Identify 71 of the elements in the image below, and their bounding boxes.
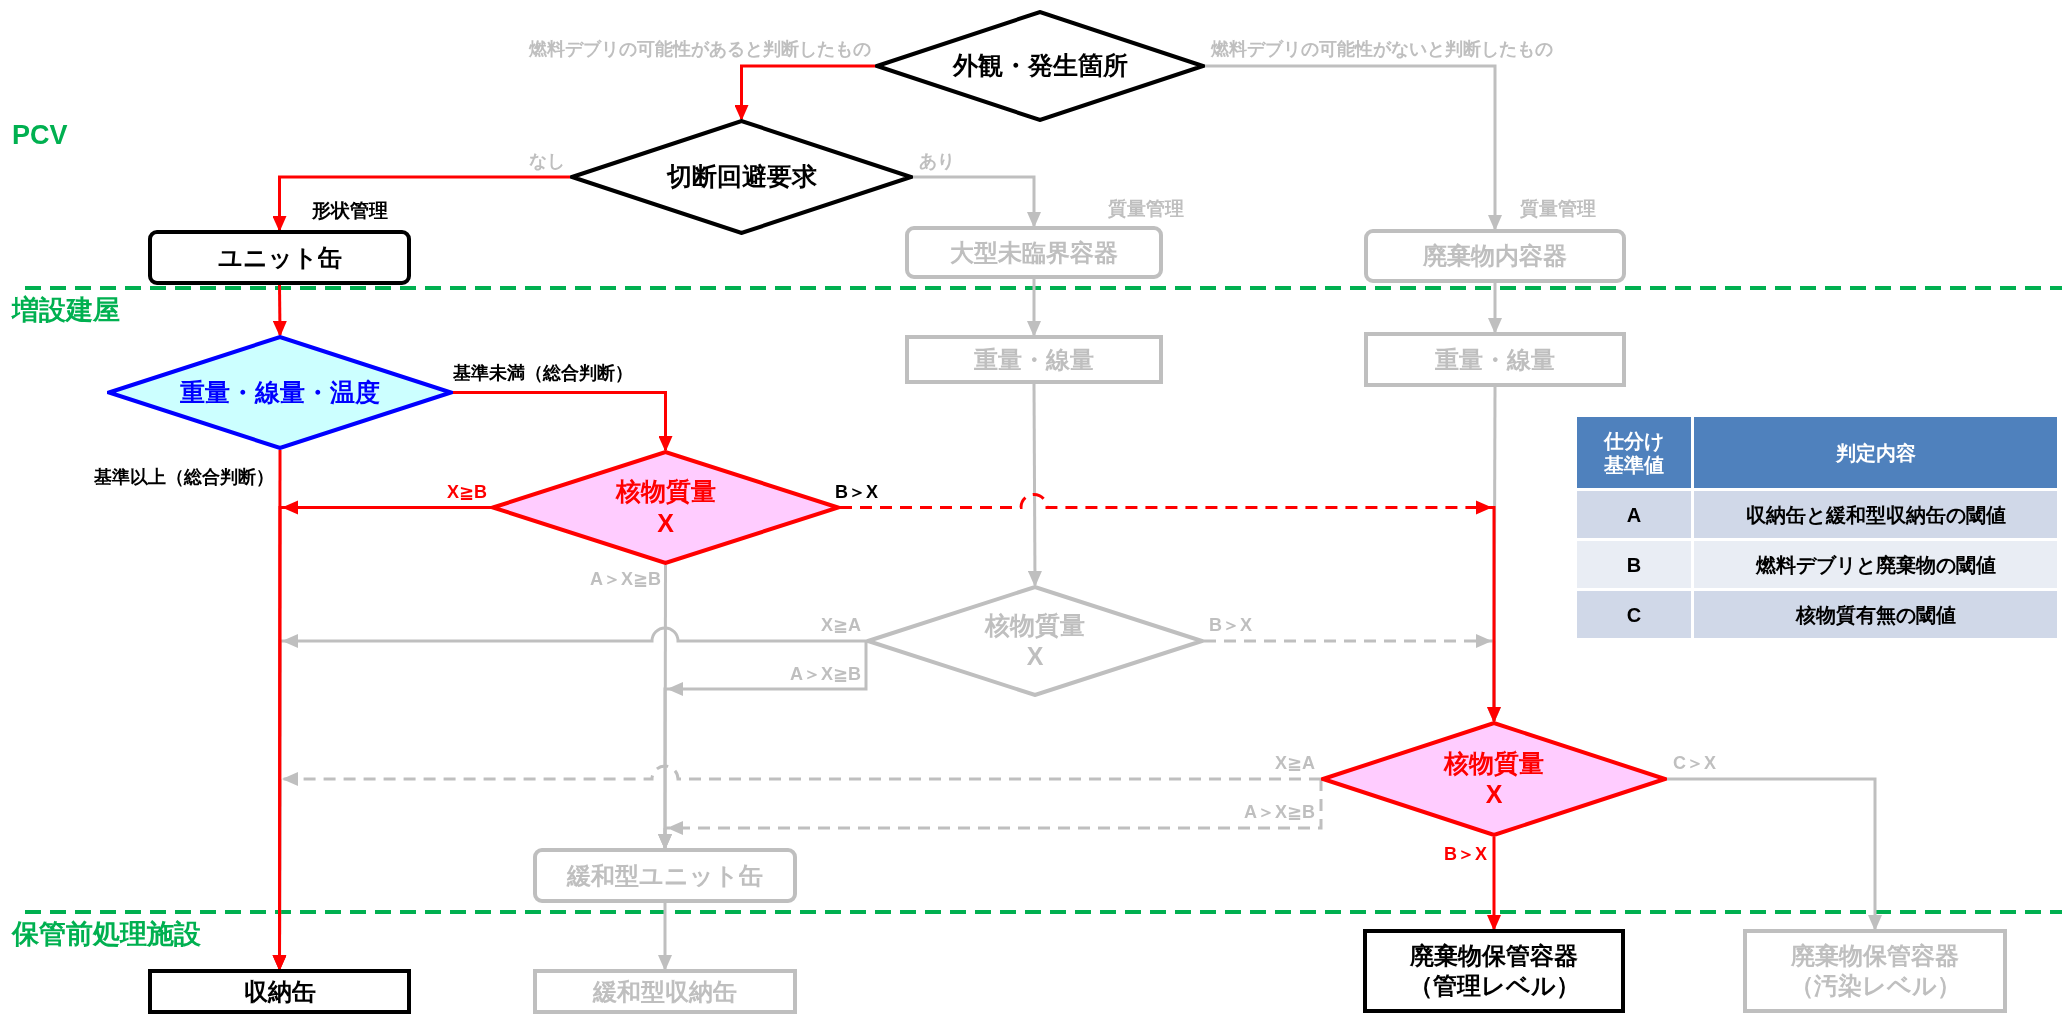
arrow [1205,64,1502,231]
node-text: 収納缶 [243,976,316,1007]
table-cell: C [1577,591,1691,638]
node-text: 切断回避要求 [666,161,817,193]
node-text: X [1026,641,1044,672]
edge-label: A＞X≧B [1242,802,1316,822]
node-text: 廃棄物保管容器 [1791,941,1959,971]
process-box [148,969,411,1014]
table-cell: 燃料デブリと廃棄物の閾値 [1694,541,2057,588]
table-cell: B [1577,541,1691,588]
process-box [1364,332,1626,387]
arrow [1487,837,1501,931]
edge-label: 燃料デブリの可能性がないと判断したもの [1210,39,1554,59]
decision-diamond [875,10,1205,122]
node-text: 重量・線量・温度 [180,376,380,408]
node-text: 重量・線量 [974,344,1094,375]
annotation-text: 形状管理 [312,199,388,223]
node-text: 外観・発生箇所 [952,50,1128,82]
decision-diamond [1321,721,1667,837]
node-text: 重量・線量 [1435,344,1555,375]
node-text: 大型未臨界容器 [950,237,1118,268]
table-header-cell: 判定内容 [1694,417,2057,488]
arrow [1488,283,1502,334]
arrow [1027,384,1042,587]
edge-label: 燃料デブリの可能性があると判断したもの [528,39,872,59]
process-box [905,226,1163,279]
process-box [1363,929,1625,1013]
node-text: （管理レベル） [1408,971,1580,1001]
table-cell: 収納缶と緩和型収納缶の閾値 [1694,491,2057,538]
edge-label: A＞X≧B [788,664,862,684]
edge-label: X≧B [445,482,488,502]
node-text: X [1485,779,1503,810]
edge-label: A＞X≧B [588,569,662,589]
annotation-text: 質量管理 [1520,197,1596,221]
node-text: （汚染レベル） [1789,971,1961,1001]
arrow [272,175,570,232]
table-cell: 核物質有無の閾値 [1694,591,2057,638]
edge-label: X≧A [1273,753,1316,773]
decision-diamond [107,335,453,450]
section-label: 増設建屋 [12,294,120,327]
edge-label: X≧A [819,615,862,635]
node-text: 廃棄物保管容器 [1410,941,1578,971]
process-box [1743,929,2007,1013]
node-text: 緩和型収納缶 [593,976,737,1007]
section-label: 保管前処理施設 [12,918,201,951]
edge-label: なし [528,151,566,171]
arrow [913,175,1041,228]
node-text: 廃棄物内容器 [1423,241,1567,271]
process-box [148,230,411,285]
arrow [1667,777,1882,931]
process-box [905,335,1163,384]
decision-diamond [570,119,913,235]
arrow [1027,279,1041,337]
annotation-text: 質量管理 [1108,197,1184,221]
section-label: PCV [12,120,68,151]
node-text: 核物質量 [1444,747,1544,779]
arrow [272,285,287,337]
process-box [533,969,797,1014]
node-text: X [657,507,674,539]
node-text: 核物質量 [615,476,716,508]
process-box [1364,229,1626,283]
node-text: 核物質量 [985,609,1085,641]
node-text: ユニット缶 [217,242,342,273]
process-box [533,848,797,903]
decision-diamond [866,585,1204,697]
node-text: 緩和型ユニット缶 [567,860,763,891]
arrow [453,391,673,452]
table-cell: A [1577,491,1691,538]
table-header-cell: 仕分け基準値 [1577,417,1691,488]
arrow [734,64,875,121]
arrow [658,903,672,971]
